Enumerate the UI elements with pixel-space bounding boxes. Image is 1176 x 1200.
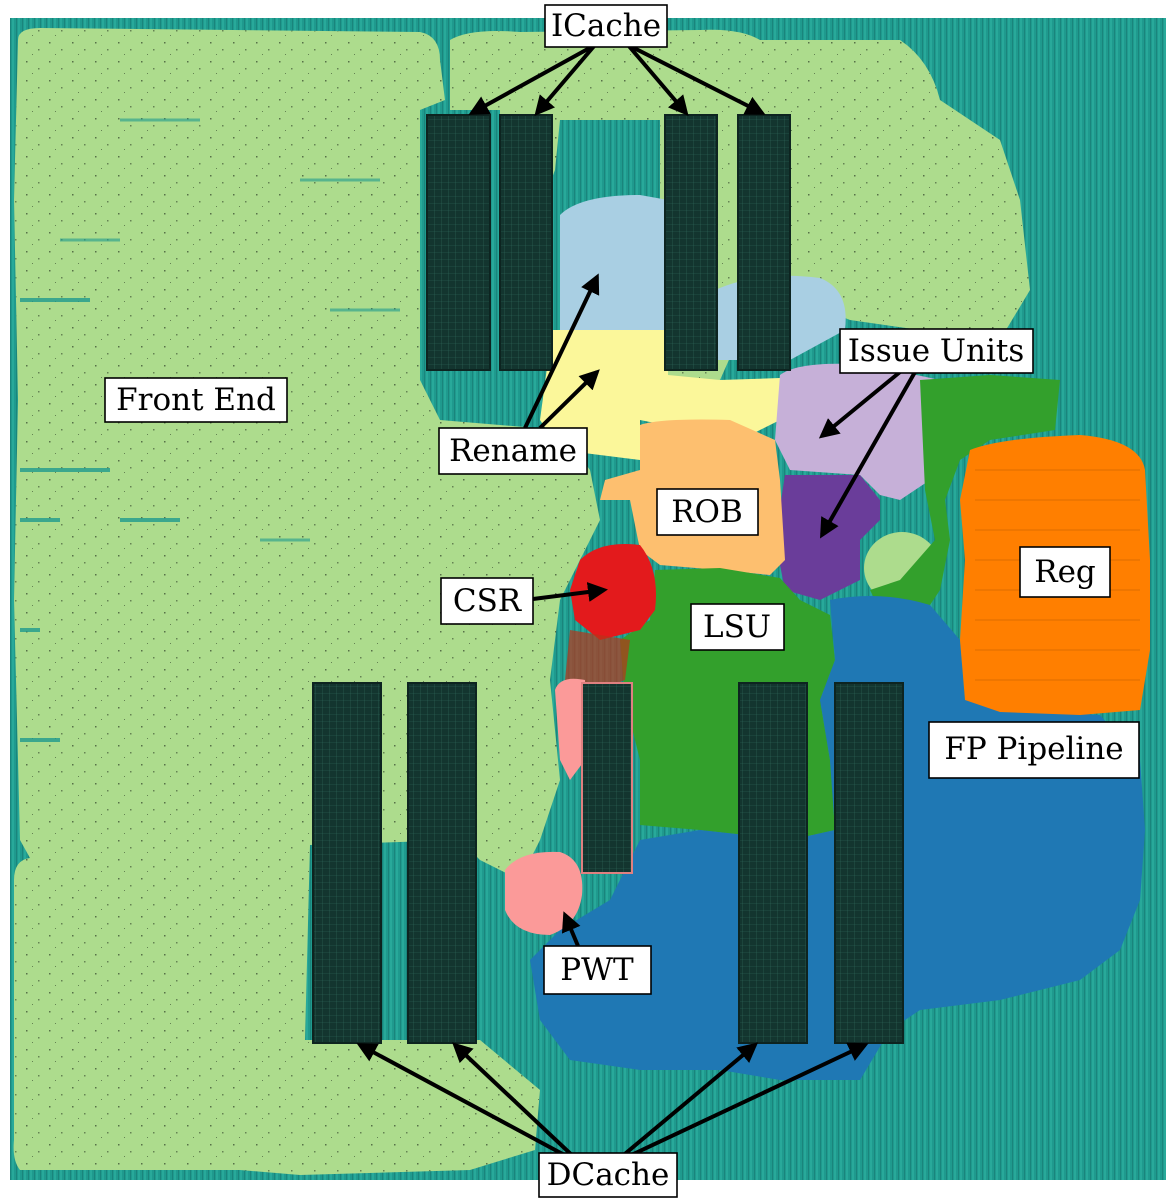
arrow-pwt <box>561 911 581 947</box>
arrow-rename-2 <box>538 369 600 430</box>
label-dcache-text: DCache <box>547 1157 670 1193</box>
arrow-dcache-4 <box>624 1042 869 1160</box>
label-rename: Rename <box>438 427 588 475</box>
pwt-sram <box>581 682 633 874</box>
icache-macros <box>426 114 791 371</box>
icache-sram-3 <box>664 114 718 371</box>
label-icache: ICache <box>544 4 668 48</box>
label-fp-pipeline-text: FP Pipeline <box>944 731 1123 767</box>
label-pwt: PWT <box>543 945 652 995</box>
label-reg-text: Reg <box>1034 554 1096 590</box>
arrow-rename-1 <box>523 273 600 429</box>
dcache-sram-2 <box>407 682 477 1044</box>
label-dcache: DCache <box>538 1152 678 1198</box>
arrow-issue-2 <box>820 371 917 539</box>
dcache-macros <box>312 682 904 1044</box>
icache-sram-1 <box>426 114 491 371</box>
icache-sram-4 <box>737 114 791 371</box>
label-icache-text: ICache <box>551 8 661 44</box>
label-front-end: Front End <box>104 377 288 423</box>
arrow-icache-1 <box>468 43 596 115</box>
label-csr: CSR <box>440 577 534 625</box>
arrow-dcache-1 <box>356 1043 571 1160</box>
arrow-icache-2 <box>534 43 597 117</box>
label-front-end-text: Front End <box>116 382 276 418</box>
label-rename-text: Rename <box>449 433 577 469</box>
label-rob: ROB <box>656 488 759 536</box>
arrow-dcache-3 <box>618 1042 759 1160</box>
label-csr-text: CSR <box>453 583 523 619</box>
dcache-sram-3 <box>738 682 808 1044</box>
arrow-icache-4 <box>627 43 766 115</box>
label-lsu: LSU <box>690 603 785 651</box>
arrow-issue-1 <box>818 370 902 439</box>
lsu-right-region <box>870 375 1060 620</box>
icache-sram-2 <box>499 114 553 371</box>
arrow-dcache-2 <box>452 1042 577 1160</box>
label-issue-units: Issue Units <box>839 328 1034 374</box>
label-fp-pipeline: FP Pipeline <box>928 721 1140 779</box>
dcache-sram-4 <box>834 682 904 1044</box>
arrow-icache-3 <box>626 43 689 117</box>
label-issue-units-text: Issue Units <box>848 333 1025 369</box>
label-rob-text: ROB <box>671 494 743 530</box>
arrows <box>356 43 917 1160</box>
label-pwt-text: PWT <box>560 952 634 988</box>
arrow-csr <box>532 582 608 602</box>
label-reg: Reg <box>1019 546 1111 598</box>
label-lsu-text: LSU <box>703 609 771 645</box>
csr-region <box>570 544 656 640</box>
dcache-sram-1 <box>312 682 382 1044</box>
